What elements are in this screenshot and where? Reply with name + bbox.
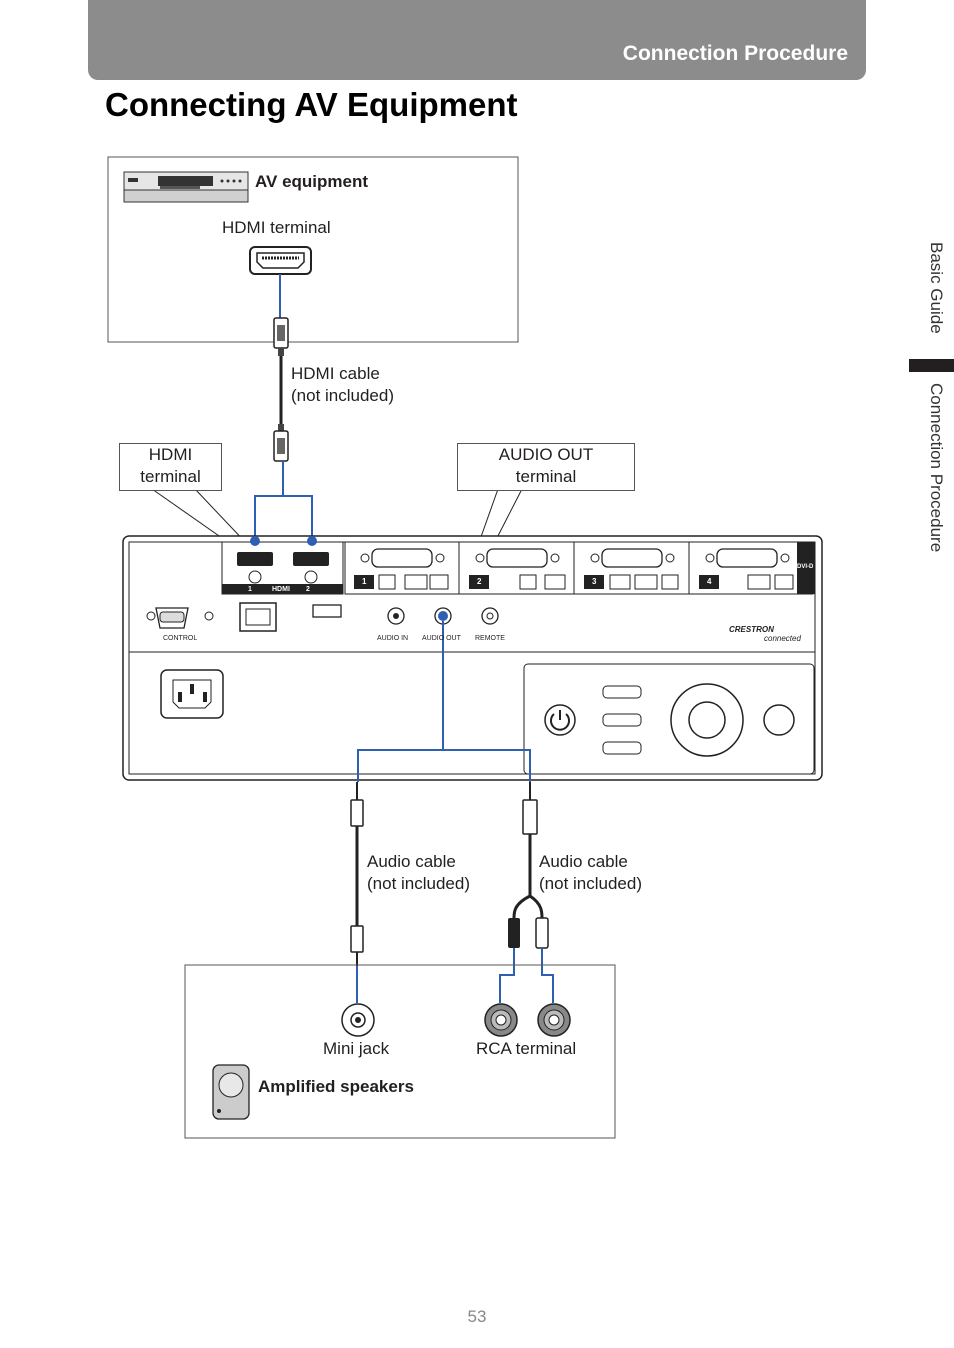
hdmi-callout-line1: HDMI [148, 445, 193, 464]
crestron-logo: CRESTRON [729, 625, 774, 634]
dvi-label: DVI-D [797, 564, 814, 570]
audio-cable-left-label: Audio cable (not included) [367, 851, 470, 895]
hdmi-cable-label: HDMI cable (not included) [291, 363, 394, 407]
hdmi-port-number-1: 1 [248, 586, 252, 593]
av-device-icon [123, 171, 249, 203]
audio-cable-right-label: Audio cable (not included) [539, 851, 642, 895]
audio-cable-left-line1: Audio cable [367, 852, 456, 871]
speaker-icon [212, 1064, 250, 1120]
header-bar: Connection Procedure [88, 0, 866, 80]
hdmi-port-icon [249, 246, 312, 275]
amplified-speakers-box [184, 964, 616, 1139]
hdmi-terminal-callout: HDMI terminal [119, 443, 222, 491]
hdmi-callout-line2: terminal [140, 467, 201, 486]
audio-out-callout-line1: AUDIO OUT [498, 445, 594, 464]
input-number-1: 1 [362, 577, 367, 586]
section-title: Connection Procedure [622, 42, 848, 65]
rca-cable-icon [508, 782, 549, 949]
amplified-speakers-label: Amplified speakers [258, 1077, 414, 1096]
input-number-4: 4 [707, 577, 712, 586]
hdmi-cable-icon [273, 317, 289, 462]
hdmi-cable-label-line2: (not included) [291, 386, 395, 405]
remote-port-label: REMOTE [475, 635, 505, 642]
av-hdmi-terminal-label: HDMI terminal [222, 218, 331, 237]
audio-in-port-label: AUDIO IN [377, 635, 409, 642]
rca-terminal-label: RCA terminal [476, 1039, 577, 1058]
page-number: 53 [467, 1307, 487, 1326]
rca-terminal-icon [484, 1003, 571, 1037]
mini-jack-label: Mini jack [323, 1039, 390, 1058]
hdmi-port-number-2: 2 [306, 586, 310, 593]
hdmi-cable-label-line1: HDMI cable [291, 364, 380, 383]
control-port-label: CONTROL [163, 635, 198, 642]
side-tab-basic-guide[interactable]: Basic Guide [927, 242, 946, 334]
audio-cable-right-line1: Audio cable [539, 852, 628, 871]
audio-out-callout-line2: terminal [515, 467, 577, 486]
audio-out-port-label: AUDIO OUT [422, 635, 461, 642]
input-number-2: 2 [477, 577, 482, 586]
audio-out-callout: AUDIO OUT terminal [457, 443, 635, 491]
audio-cable-right-line2: (not included) [539, 874, 643, 893]
page-title: Connecting AV Equipment [105, 86, 518, 123]
hdmi-panel-label: HDMI [272, 586, 290, 593]
av-equipment-box [107, 156, 519, 343]
input-number-3: 3 [592, 577, 597, 586]
projector-terminal-panel [122, 535, 823, 781]
crestron-connected-label: connected [764, 634, 801, 643]
side-tab-marker [909, 359, 954, 372]
mini-jack-cable-icon [350, 782, 364, 966]
side-tab-connection-procedure[interactable]: Connection Procedure [927, 383, 946, 553]
mini-jack-icon [341, 1003, 375, 1037]
av-equipment-label: AV equipment [255, 172, 369, 191]
audio-cable-left-line2: (not included) [367, 874, 471, 893]
